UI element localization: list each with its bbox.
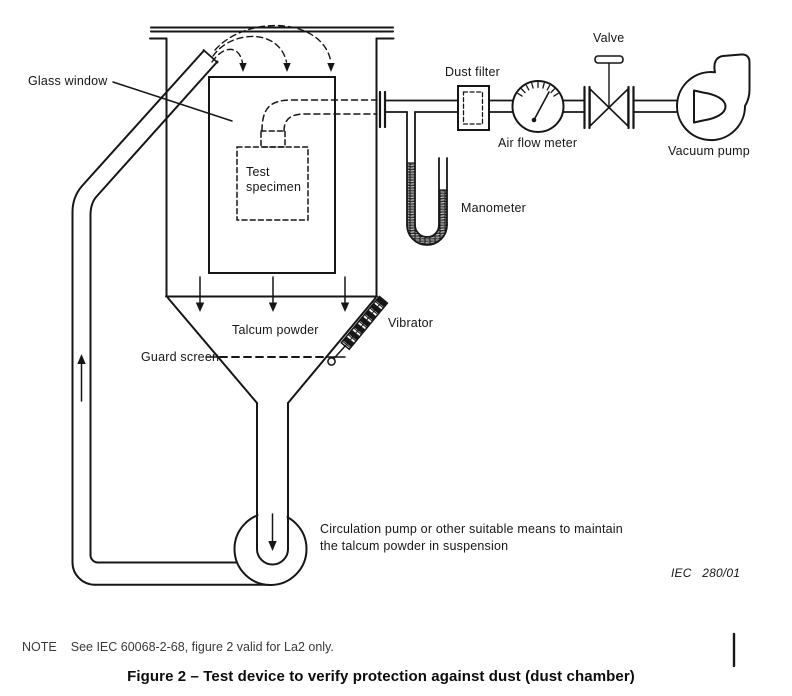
circulation-pump-label: Circulation pump or other suitable means… bbox=[320, 521, 623, 555]
vibrator-label: Vibrator bbox=[388, 316, 434, 330]
dust-filter-symbol bbox=[457, 85, 490, 131]
dust-chamber-body bbox=[149, 26, 395, 297]
dust-flow-arrows bbox=[211, 24, 335, 72]
manometer-label: Manometer bbox=[461, 201, 527, 215]
specimen-exhaust-duct bbox=[261, 99, 378, 132]
funnel-hopper bbox=[165, 295, 378, 404]
note-text: See IEC 60068-2-68, figure 2 valid for L… bbox=[70, 640, 334, 654]
circulation-loop-pipe bbox=[71, 49, 272, 586]
test-specimen-box bbox=[236, 130, 309, 221]
circulation-pump-label-line2: the talcum powder in suspension bbox=[320, 539, 509, 553]
vacuum-pump-label: Vacuum pump bbox=[668, 144, 750, 158]
figure-note: NOTE See IEC 60068-2-68, figure 2 valid … bbox=[22, 640, 334, 654]
dust-filter-label: Dust filter bbox=[445, 65, 500, 79]
glass-window-pointer-line bbox=[112, 81, 233, 122]
talcum-powder-label: Talcum powder bbox=[232, 323, 319, 337]
chamber-outlet-flange bbox=[378, 90, 387, 129]
test-specimen-label: Test specimen bbox=[246, 165, 301, 195]
glass-window-panel bbox=[208, 76, 336, 274]
circulation-pump-symbol bbox=[233, 402, 308, 586]
circulation-pump-label-line1: Circulation pump or other suitable means… bbox=[320, 522, 623, 536]
test-specimen-label-line1: Test bbox=[246, 165, 270, 179]
valve-label: Valve bbox=[593, 31, 625, 45]
air-flow-meter-label: Air flow meter bbox=[498, 136, 578, 150]
settling-arrows bbox=[195, 276, 350, 312]
test-specimen-label-line2: specimen bbox=[246, 180, 302, 194]
figure-caption: Figure 2 – Test device to verify protect… bbox=[127, 668, 635, 685]
manometer-symbol bbox=[406, 111, 448, 246]
glass-window-label: Glass window bbox=[28, 74, 108, 88]
valve-symbol bbox=[583, 55, 635, 130]
iec-source-ref: IEC 280/01 bbox=[671, 566, 741, 580]
vibrator-symbol bbox=[327, 295, 389, 366]
guard-screen-label: Guard screen bbox=[141, 350, 220, 364]
air-flow-meter-symbol bbox=[511, 80, 565, 133]
note-label: NOTE bbox=[22, 640, 57, 654]
vacuum-pump-symbol bbox=[676, 53, 751, 142]
